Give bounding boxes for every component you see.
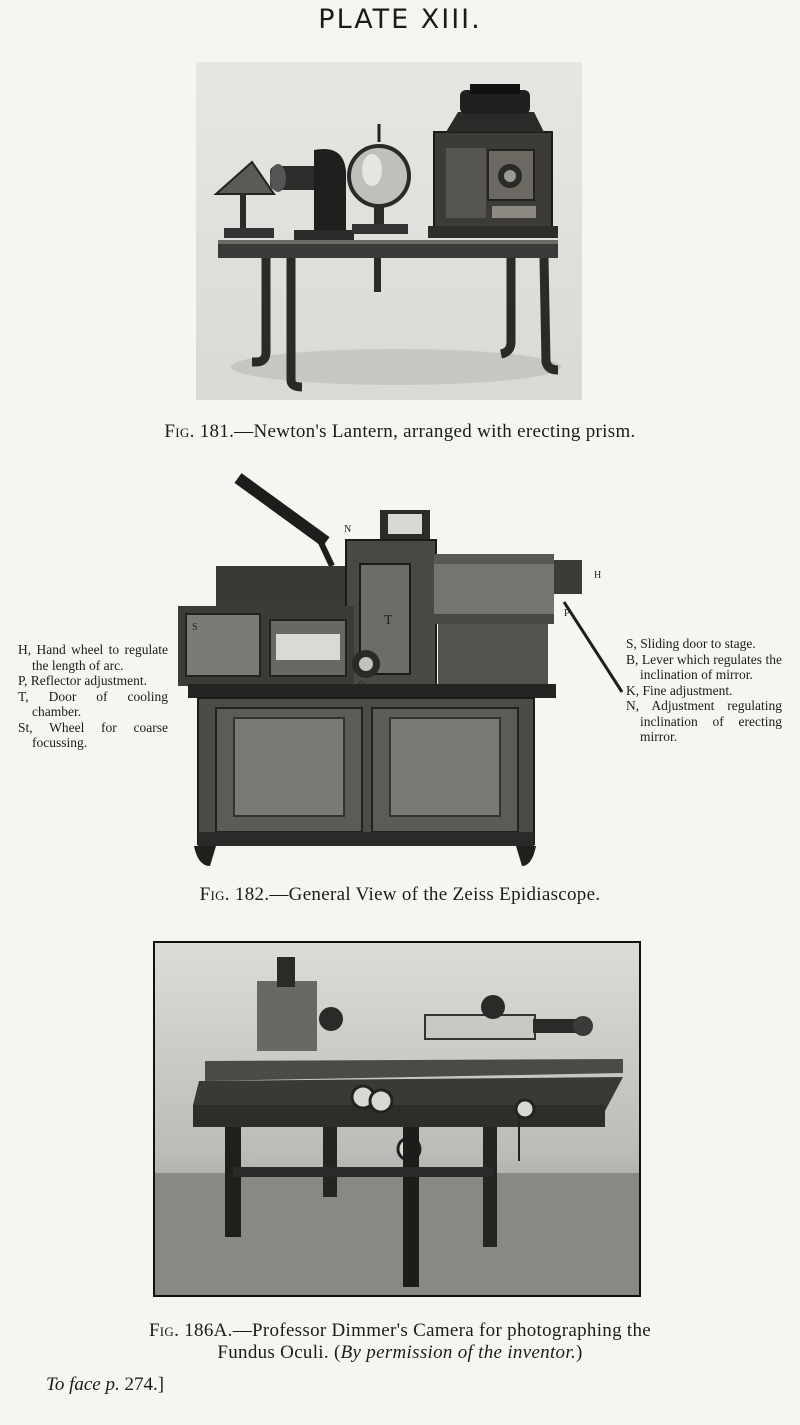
page-footer: To face p. 274.] [46,1374,164,1396]
fig-label: Fig. [199,884,230,905]
fig-caption-line2: Fundus Oculi. (By permission of the inve… [0,1342,800,1364]
fig-number: 182. [234,884,270,905]
label-T: T [384,613,393,628]
figure-186a-caption: Fig. 186A.—Professor Dimmer's Camera for… [0,1320,800,1364]
fig-label: Fig. [164,421,195,442]
fig-caption-line2-plain: Fundus Oculi. ( [217,1342,341,1363]
fig-number: 186 [184,1320,214,1341]
fig-caption-text: —Newton's Lantern, arranged with erectin… [234,421,636,442]
legend-item: K, Fine adjustment. [626,682,733,698]
label-S: S [192,622,198,633]
label-H: H [594,570,601,581]
figure-186a-image [153,941,641,1297]
legend-item: N, Adjustment regulating inclination of … [626,698,782,744]
legend-item: St, Wheel for coarse focussing. [18,719,168,751]
footer-page-number: 274.] [119,1374,165,1395]
fig-caption-line1: .—Professor Dimmer's Camera for photogra… [227,1320,652,1341]
fig-caption-text: —General View of the Zeiss Epidiascope. [269,884,601,905]
fig-number: 181. [199,421,235,442]
figure-181-caption: Fig. 181.—Newton's Lantern, arranged wit… [0,421,800,443]
figure-182-image: T H P N S St [176,470,626,876]
legend-item: B, Lever which regulates the inclination… [626,651,782,683]
legend-item: H, Hand wheel to regulate the length of … [18,642,168,673]
figure-182-caption: Fig. 182.—General View of the Zeiss Epid… [0,884,800,906]
footer-face-label: To face p. [46,1374,120,1395]
plate-title: PLATE XIII. [318,4,482,35]
legend-item: S, Sliding door to stage. [626,636,756,651]
figure-182-legend-left: H, Hand wheel to regulate the length of … [18,642,168,751]
label-N: N [344,524,351,535]
fig-caption-line2-italic: By permission of the inventor. [340,1342,576,1363]
fig-number-suffix: A [213,1320,228,1341]
figure-182-legend-right: S, Sliding door to stage. B, Lever which… [626,636,782,745]
fig-caption-line2-end: ) [576,1342,583,1363]
figure-181-image [196,62,582,400]
legend-item: P, Reflector adjustment. [18,673,147,688]
fig-label: Fig. [148,1320,180,1341]
label-P: P [564,608,570,619]
legend-item: T, Door of cooling chamber. [18,688,168,720]
